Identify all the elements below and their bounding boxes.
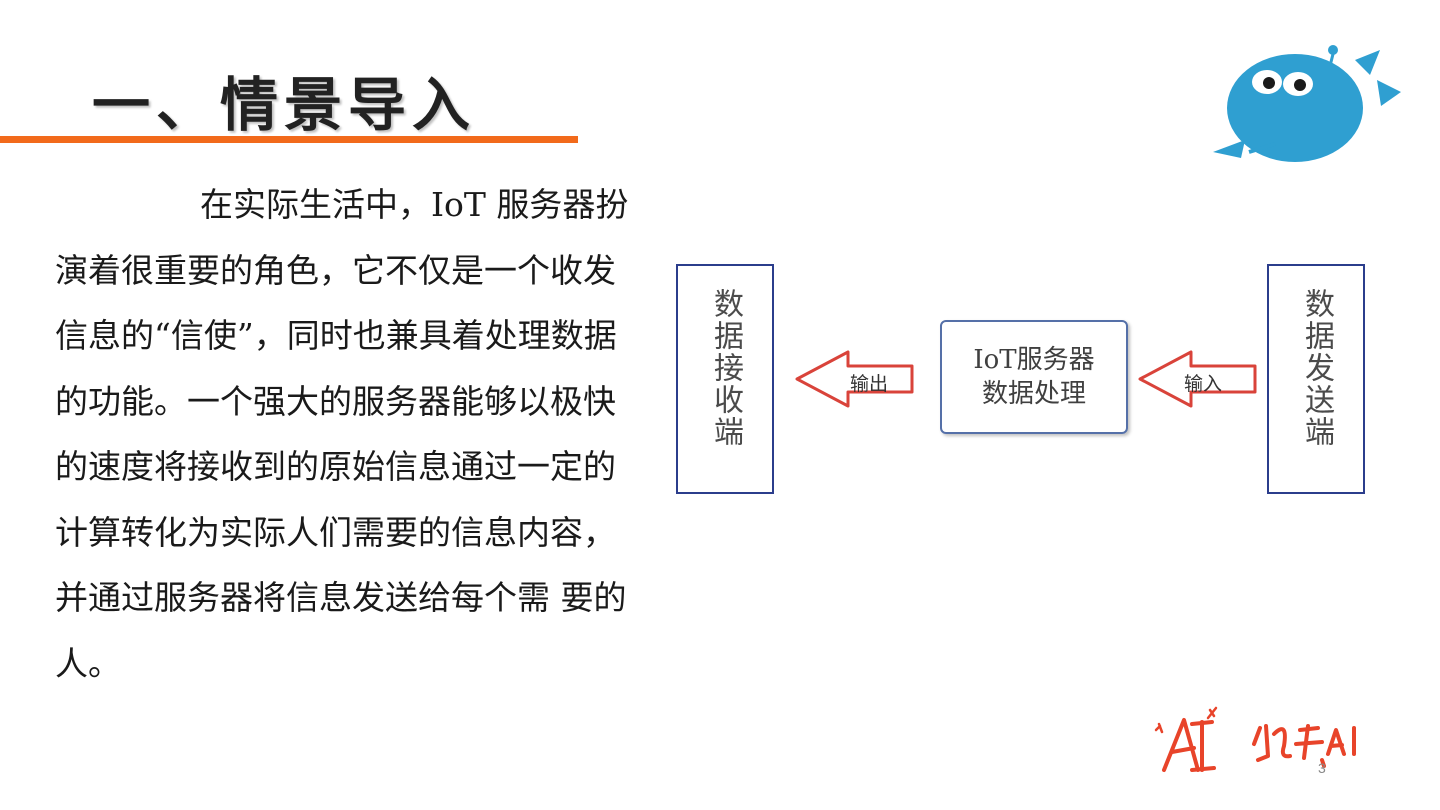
- intro-paragraph: 在实际生活中，IoT 服务器扮演着很重要的角色，它不仅是一个收发信息的“信使”，…: [55, 185, 629, 683]
- iot-server-box: IoT服务器 数据处理: [940, 320, 1128, 434]
- iot-flow-diagram: 数据接收端 输出 IoT服务器 数据处理 输入 数据发送端: [676, 262, 1376, 502]
- server-label-line2: 数据处理: [981, 379, 1086, 409]
- hello-ai-logo: [1154, 706, 1356, 772]
- receiver-label: 数据接收端: [708, 288, 743, 448]
- slide-title: 一、情景导入: [92, 71, 477, 139]
- input-arrow-label: 输入: [1184, 373, 1223, 395]
- sender-box: 数据发送端: [1267, 264, 1365, 494]
- receiver-box: 数据接收端: [676, 264, 774, 494]
- output-arrow-label: 输出: [850, 373, 889, 395]
- output-arrow-icon: [795, 350, 914, 408]
- sender-label: 数据发送端: [1299, 288, 1334, 448]
- server-label-line1: IoT服务器: [973, 345, 1095, 375]
- page-number: 3: [1318, 760, 1326, 776]
- input-arrow-icon: [1138, 350, 1257, 408]
- robot-mascot-icon: [1213, 45, 1401, 162]
- title-underline: [0, 136, 578, 143]
